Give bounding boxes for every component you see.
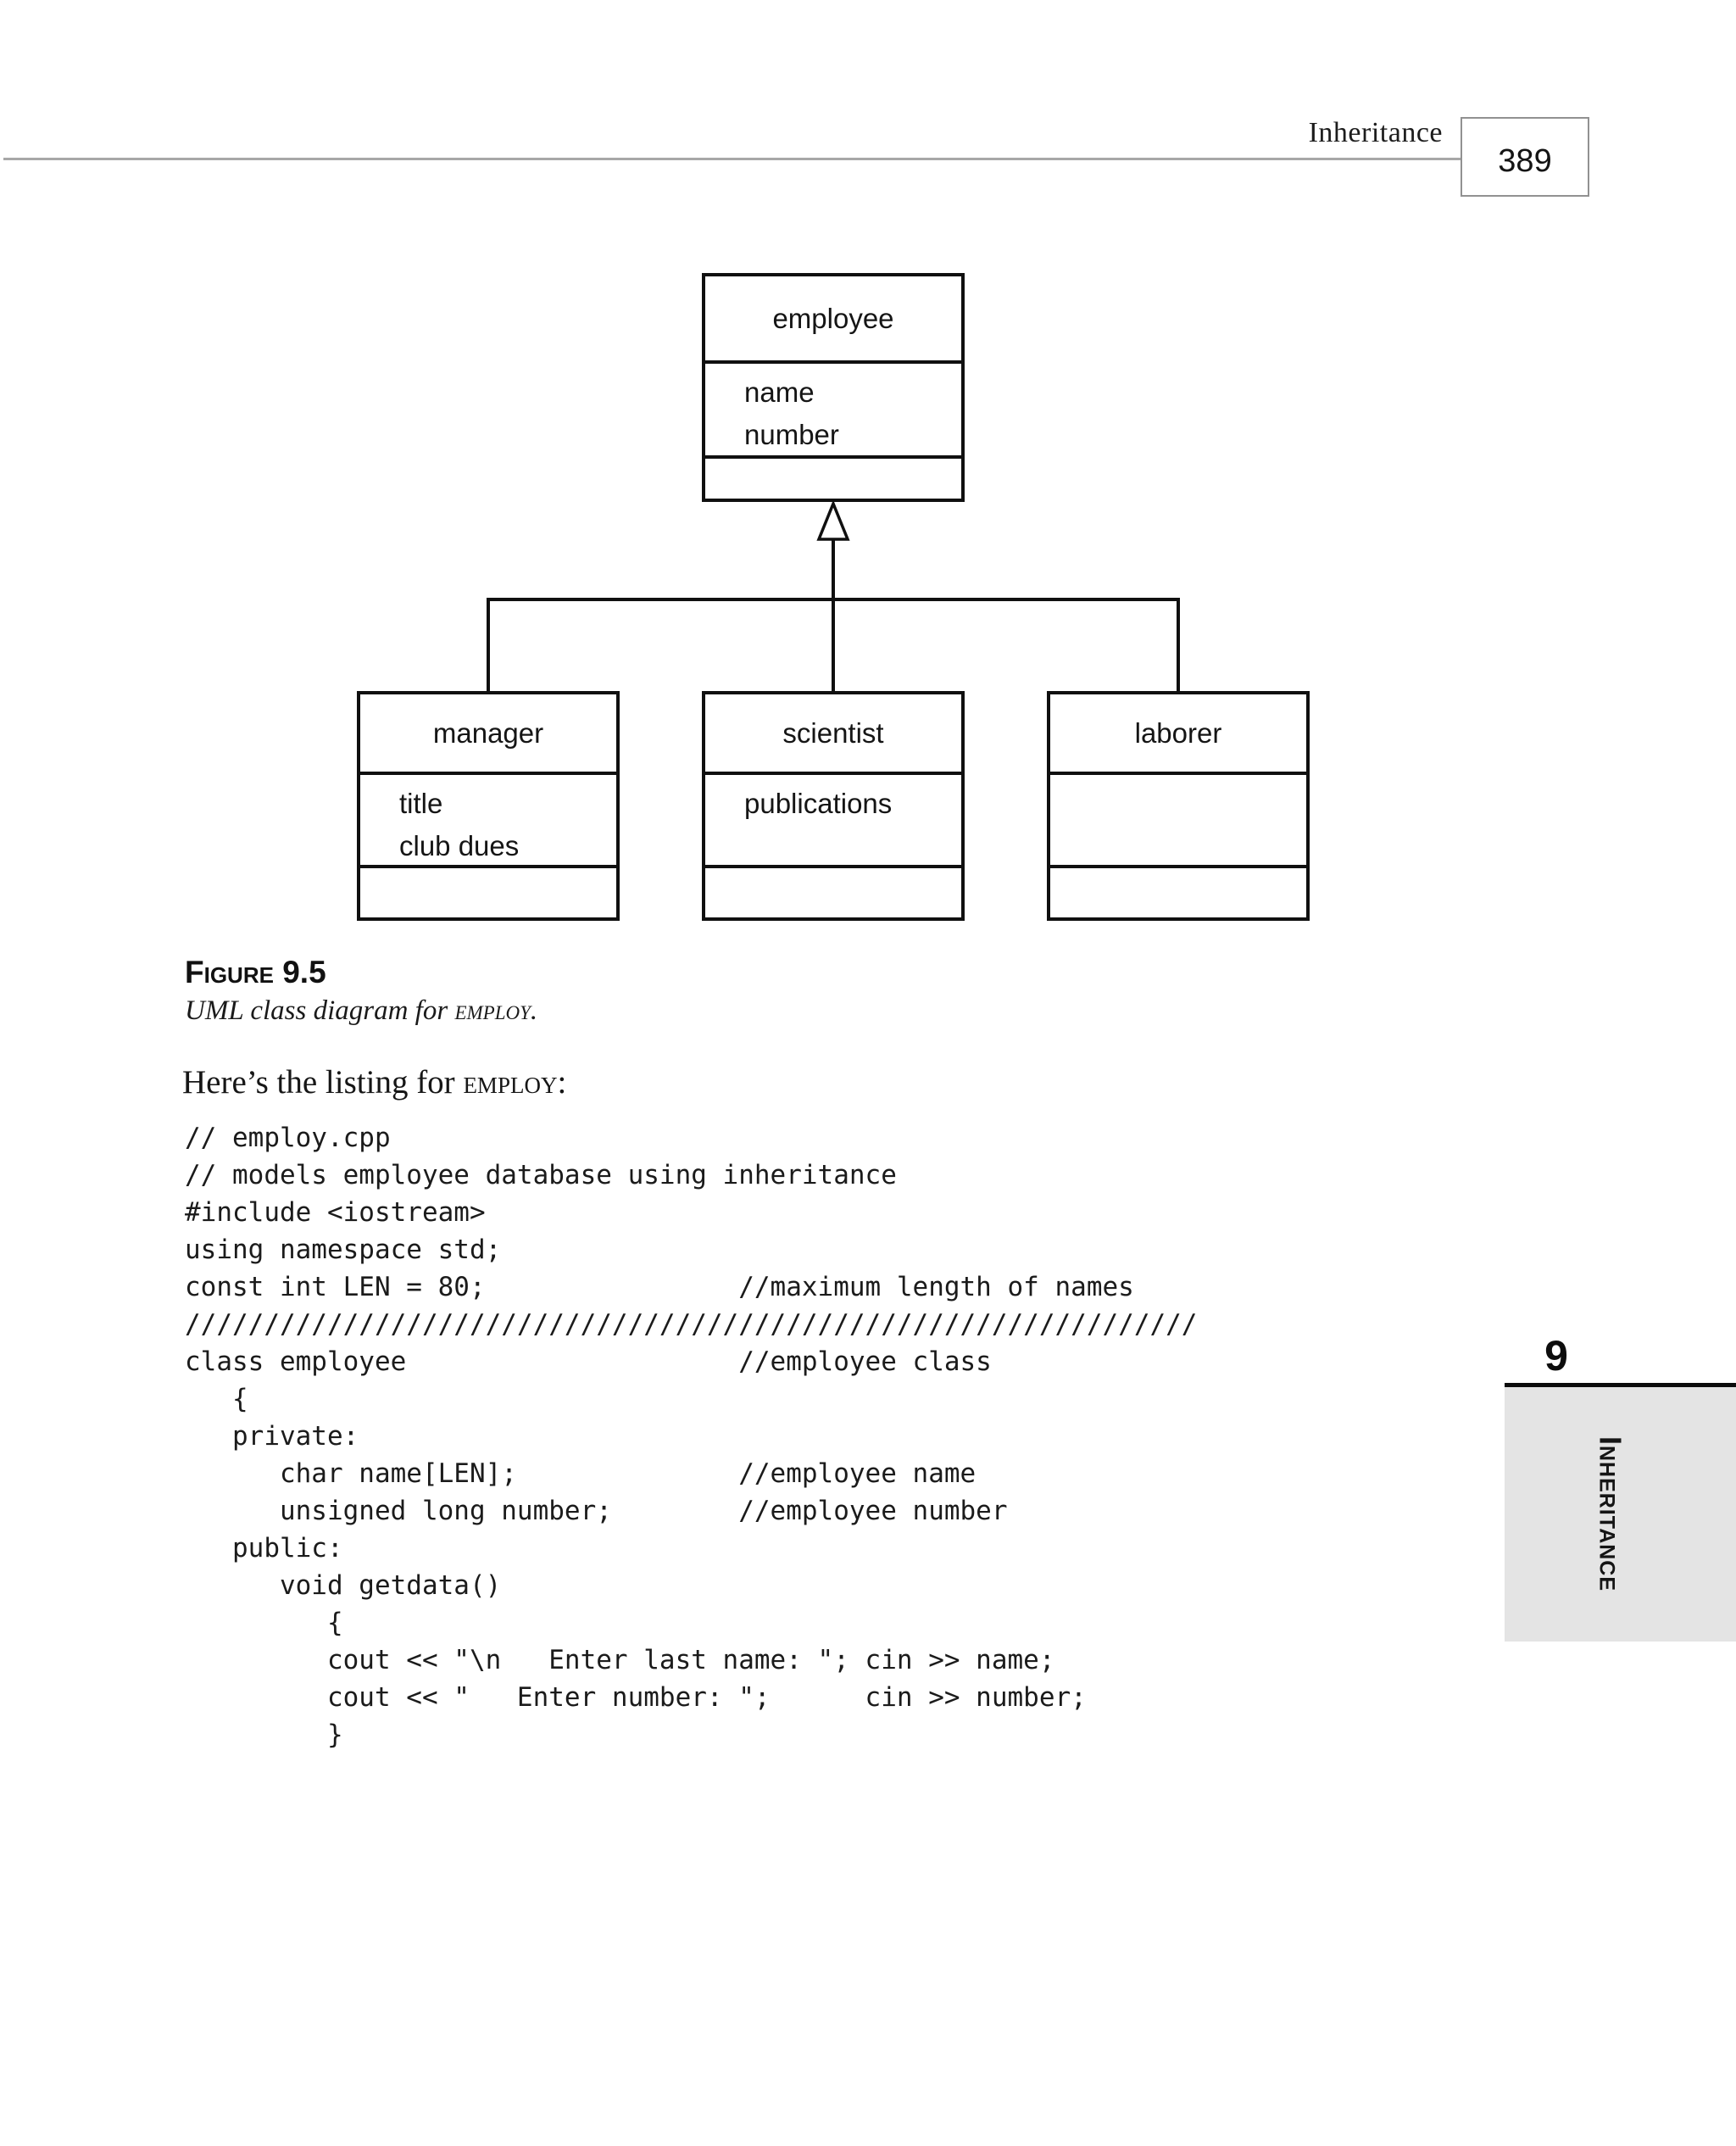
intro-colon: : — [557, 1064, 567, 1101]
figure-caption-smallcaps: employ — [454, 995, 531, 1026]
class-attributes-compartment: title club dues — [360, 772, 616, 865]
class-title-compartment: manager — [360, 694, 616, 772]
chapter-tab-rule — [1505, 1383, 1736, 1387]
class-operations-compartment — [360, 865, 616, 917]
class-box-employee: employee name number — [702, 273, 965, 502]
intro-paragraph: Here’s the listing for employ: — [182, 1063, 566, 1101]
chapter-tab: Inheritance — [1505, 1387, 1736, 1642]
code-listing: // employ.cpp // models employee databas… — [185, 1123, 1198, 1750]
attribute: publications — [744, 788, 893, 819]
class-name: laborer — [1134, 716, 1222, 749]
inheritance-arrowhead-icon — [816, 499, 850, 541]
header-rule — [3, 158, 1461, 160]
class-name: manager — [432, 716, 544, 749]
attribute: title — [399, 788, 443, 819]
running-head: Inheritance — [1308, 117, 1443, 148]
intro-text: Here’s the listing for — [182, 1064, 464, 1101]
chapter-tab-number: 9 — [1544, 1332, 1568, 1380]
class-attributes-compartment: publications — [705, 772, 961, 865]
class-operations-compartment — [705, 455, 961, 499]
attribute: name — [744, 376, 815, 408]
class-operations-compartment — [1050, 865, 1306, 917]
attribute: number — [744, 419, 839, 450]
class-title-compartment: laborer — [1050, 694, 1306, 772]
figure-caption-period: . — [530, 995, 538, 1026]
page-number-box: 389 — [1461, 117, 1589, 197]
class-operations-compartment — [705, 865, 961, 917]
figure-caption-text: UML class diagram for — [185, 995, 455, 1026]
class-title-compartment: employee — [705, 276, 961, 360]
class-title-compartment: scientist — [705, 694, 961, 772]
figure-label: Figure 9.5 — [185, 955, 326, 989]
page-number: 389 — [1498, 142, 1552, 179]
class-box-manager: manager title club dues — [357, 691, 620, 921]
class-box-scientist: scientist publications — [702, 691, 965, 921]
figure-caption: UML class diagram for employ. — [185, 995, 537, 1027]
class-attributes-compartment: name number — [705, 360, 961, 455]
intro-smallcaps: employ — [463, 1064, 558, 1101]
class-name: scientist — [782, 716, 884, 749]
class-name: employee — [772, 302, 894, 334]
chapter-tab-title: Inheritance — [1593, 1436, 1628, 1592]
class-attributes-compartment — [1050, 772, 1306, 865]
attribute: club dues — [399, 830, 520, 861]
class-box-laborer: laborer — [1047, 691, 1310, 921]
